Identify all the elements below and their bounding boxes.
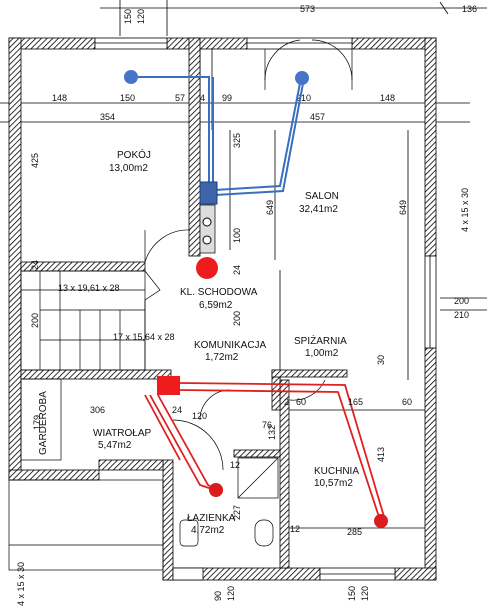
- red-point-lazienka: [209, 483, 223, 497]
- room-spizarnia-name: SPIŻARNIA: [294, 334, 347, 347]
- red-pipe-lines: [144, 382, 386, 521]
- red-point-kuchnia: [374, 514, 388, 528]
- dim-12b: 12: [290, 524, 300, 534]
- dim-136: 136: [462, 4, 477, 14]
- room-garderoba-name: GARDEROBA: [38, 391, 49, 455]
- dim-60a: 60: [296, 397, 306, 407]
- room-komunikacja-area: 1,72m2: [205, 352, 239, 363]
- dim-120-bot: 120: [226, 586, 236, 601]
- room-salon-name: SALON: [305, 191, 339, 202]
- dim-12a: 12: [230, 460, 240, 470]
- window-right: [424, 255, 437, 349]
- dim-120-top: 120: [136, 9, 146, 24]
- dim-bl-window: 4 x 15 x 30: [16, 562, 26, 606]
- blue-point-salon: [295, 71, 309, 85]
- door-swings: [144, 39, 353, 471]
- chimney: [199, 204, 216, 254]
- dim-76: 76: [262, 420, 272, 430]
- dim-285: 285: [347, 527, 362, 537]
- dim-148: 148: [52, 93, 67, 103]
- blue-point-pokoj: [124, 70, 138, 84]
- dim-2: 2: [284, 397, 289, 407]
- dim-148b: 148: [380, 93, 395, 103]
- dim-4x15x30: 4 x 15 x 30: [460, 188, 470, 232]
- toilet: [254, 519, 274, 547]
- dim-150-bot: 150: [347, 586, 357, 601]
- dim-200-right: 200: [454, 296, 469, 306]
- bathroom-fixtures: [179, 457, 279, 547]
- garderoba-shelf: [20, 378, 62, 461]
- room-kuchnia-area: 10,57m2: [314, 478, 353, 489]
- top-dimension-texts: 150 120 573 136 148 150 57 24 99 210 148…: [52, 4, 477, 122]
- room-pokoj-name: POKÓJ: [117, 148, 151, 161]
- dim-649b: 649: [398, 200, 408, 215]
- dim-24-h: 24: [172, 405, 182, 415]
- window-bottom-left: [172, 567, 204, 581]
- room-pokoj-area: 13,00m2: [109, 163, 148, 174]
- dim-60b: 60: [402, 397, 412, 407]
- window-top-left: [94, 37, 168, 50]
- dim-100: 100: [232, 228, 242, 243]
- dim-24-v: 24: [232, 265, 242, 275]
- dim-99: 99: [222, 93, 232, 103]
- dim-120-bot2: 120: [360, 586, 370, 601]
- staircase: [20, 270, 161, 371]
- windows: [94, 37, 437, 581]
- room-klatka-name: KL. SCHODOWA: [180, 287, 258, 298]
- room-salon-area: 32,41m2: [299, 204, 338, 215]
- dim-325: 325: [232, 133, 242, 148]
- blue-ventilation-lines: [131, 76, 305, 196]
- dim-425: 425: [30, 153, 40, 168]
- room-kuchnia-name: KUCHNIA: [314, 466, 359, 477]
- room-klatka-area: 6,59m2: [199, 300, 233, 311]
- dim-200-v2: 200: [232, 311, 242, 326]
- dim-57: 57: [175, 93, 185, 103]
- room-lazienka-name: ŁAZIENKA: [187, 513, 236, 524]
- dim-30: 30: [376, 355, 386, 365]
- window-top-right: [246, 37, 353, 50]
- terrace: [8, 479, 164, 571]
- washbasin: [179, 519, 199, 547]
- dim-150: 150: [120, 93, 135, 103]
- red-point-klatka: [196, 257, 218, 279]
- stairs-upper-label: 13 x 19,61 x 28: [58, 283, 120, 293]
- room-wiatrolap-area: 5,47m2: [98, 440, 132, 451]
- dim-413: 413: [376, 447, 386, 462]
- red-box: [157, 376, 180, 395]
- dim-227: 227: [232, 505, 242, 520]
- dim-457: 457: [310, 112, 325, 122]
- room-spizarnia-area: 1,00m2: [305, 348, 339, 359]
- stairs-lower-label: 17 x 15,64 x 28: [113, 332, 175, 342]
- shower: [237, 457, 279, 499]
- dim-210: 210: [296, 93, 311, 103]
- room-komunikacja-name: KOMUNIKACJA: [194, 340, 267, 351]
- room-wiatrolap-name: WIATROŁAP: [93, 428, 151, 439]
- dim-179: 179: [32, 415, 42, 430]
- dim-90: 90: [213, 591, 223, 601]
- dim-132: 132: [267, 425, 277, 440]
- dim-165: 165: [348, 397, 363, 407]
- dim-24-left: 24: [30, 260, 40, 270]
- dim-200-v: 200: [30, 313, 40, 328]
- top-dimension-lines: [0, 0, 487, 380]
- dim-354: 354: [100, 112, 115, 122]
- dim-306: 306: [90, 405, 105, 415]
- kitchen-details: [289, 409, 425, 529]
- dim-210-right: 210: [454, 310, 469, 320]
- dim-120: 120: [192, 411, 207, 421]
- room-lazienka-area: 4,72m2: [191, 525, 225, 536]
- dim-649a: 649: [265, 200, 275, 215]
- right-dimensions: [440, 297, 487, 311]
- dim-150-top: 150: [123, 9, 133, 24]
- blue-box: [199, 181, 218, 205]
- dim-573: 573: [300, 4, 315, 14]
